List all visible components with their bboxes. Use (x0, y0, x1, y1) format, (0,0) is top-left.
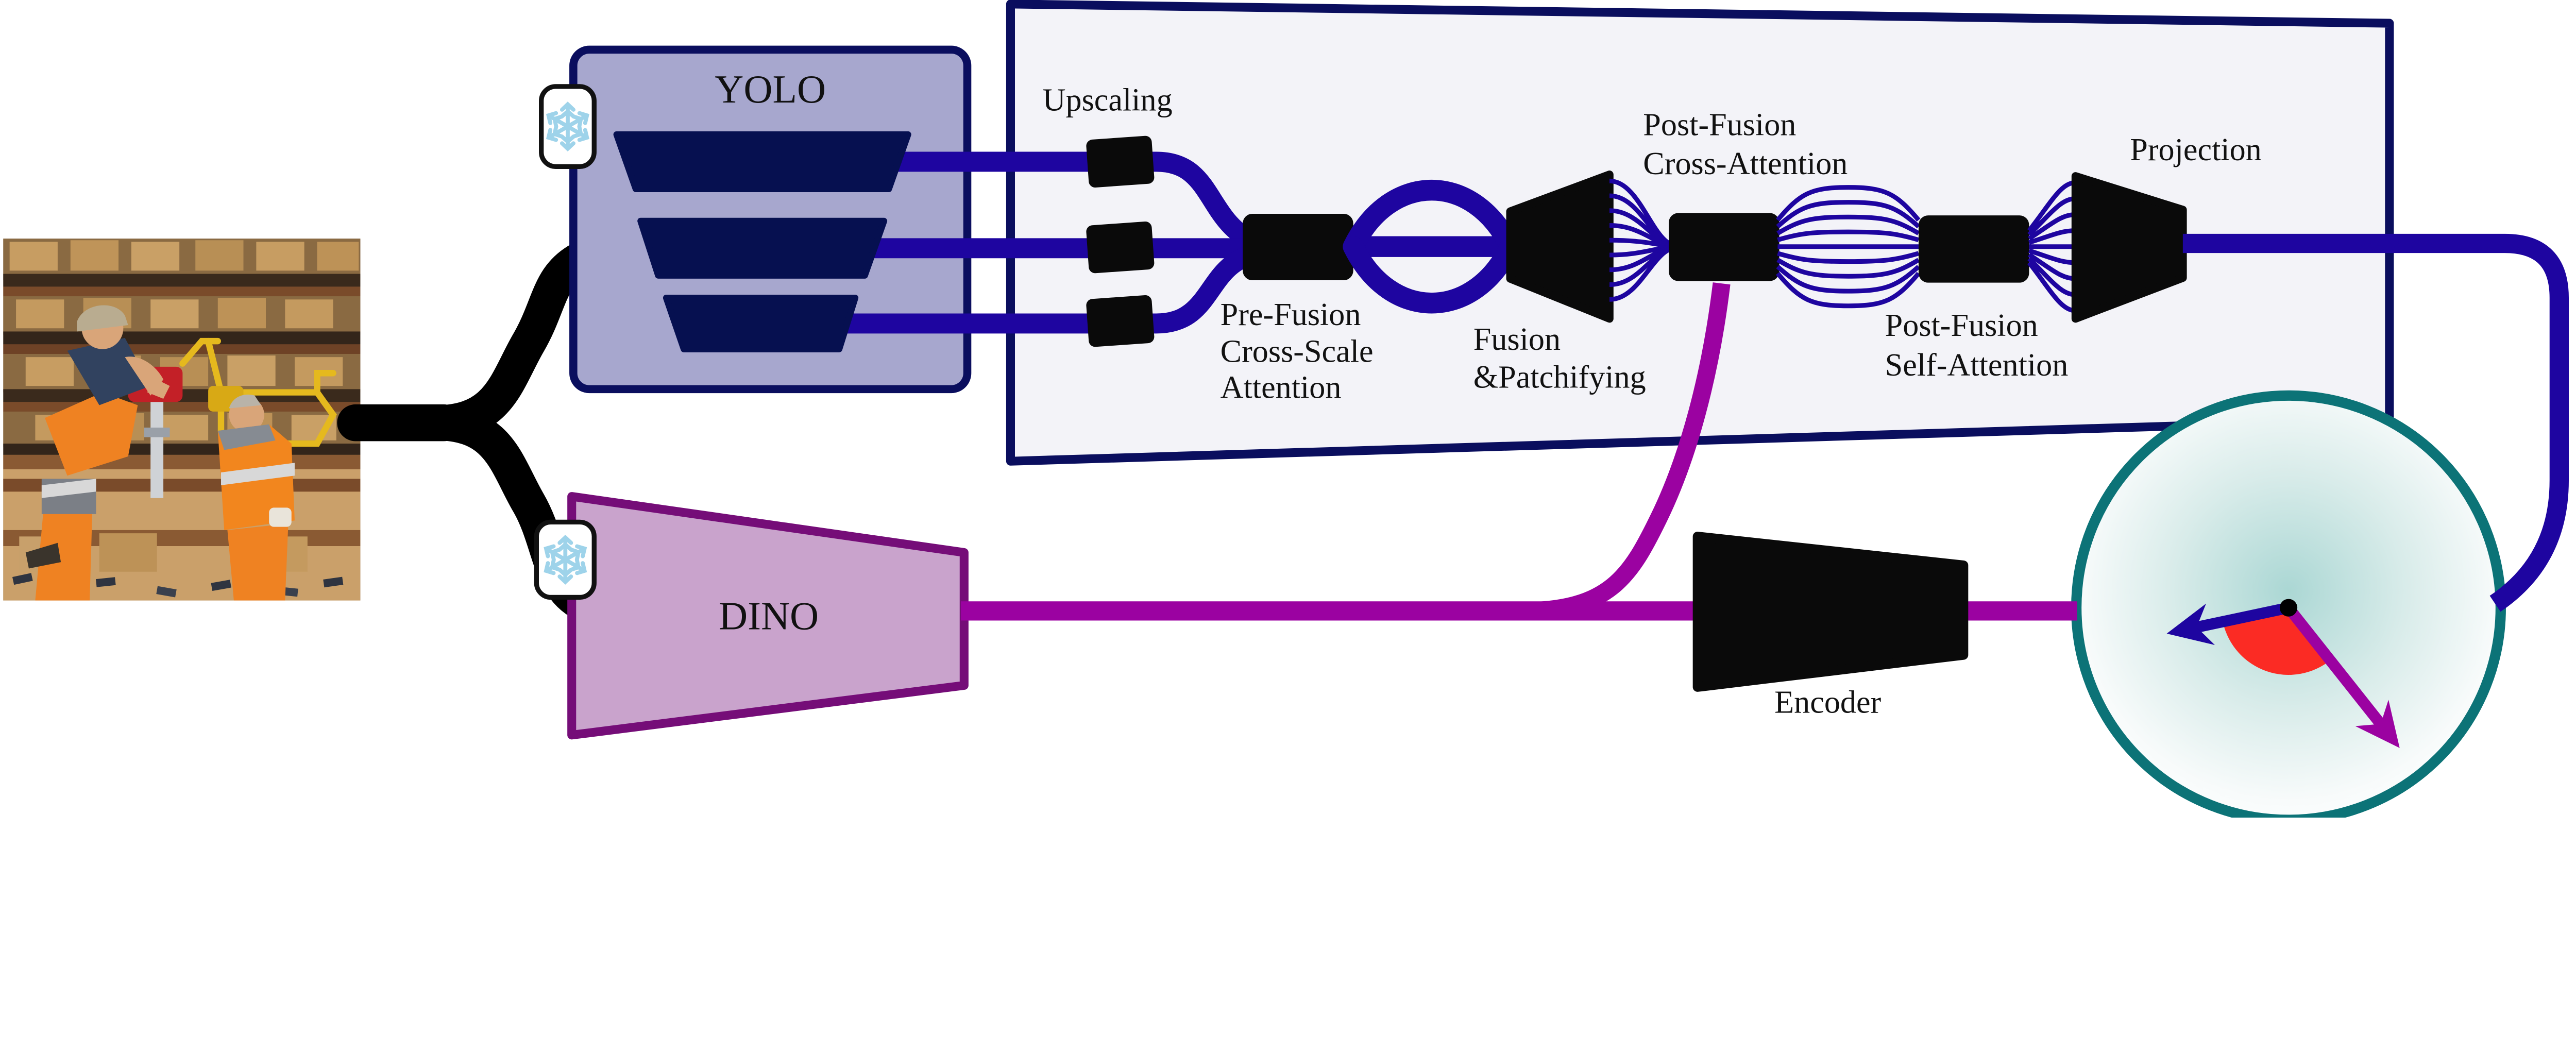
yolo-feature-streams (801, 151, 1281, 334)
token-fan-into-projection (2027, 180, 2076, 313)
pfsa-label-line1: Post-Fusion (1885, 308, 2038, 343)
pfsa-label-line2: Self-Attention (1885, 348, 2069, 383)
fusion-patchify-funnel (1506, 171, 1614, 323)
upscaling-block-3 (1086, 295, 1155, 347)
yolo-stream-1 (801, 151, 1253, 247)
projection-output-line (2182, 233, 2569, 612)
upscaling-block-1 (1086, 135, 1155, 188)
post-fusion-cross-attention-label: Post-Fusion Cross-Attention (1643, 108, 1848, 181)
fusion-label-line2: &Patchifying (1473, 360, 1646, 395)
projection-label: Projection (2130, 132, 2261, 167)
post-fusion-self-attention-block (1918, 215, 2029, 283)
diagram-canvas: YOLO Upscaling Pre-Fusion Cross-Scale At… (3, 0, 2569, 818)
upscaling-blocks (1086, 135, 1155, 347)
pre-fusion-attention-label: Pre-Fusion Cross-Scale Attention (1221, 297, 1374, 405)
yolo-pyramid-level-1 (613, 131, 911, 193)
pre-fusion-label-line2: Cross-Scale (1221, 334, 1374, 369)
pre-fusion-label-line1: Pre-Fusion (1221, 297, 1361, 332)
angle-wedge (2223, 607, 2331, 675)
cross-scale-lens (1343, 180, 1521, 314)
pre-fusion-label-line3: Attention (1221, 370, 1342, 405)
yolo-pyramid-level-2 (637, 217, 888, 279)
dino-label: DINO (719, 594, 819, 638)
fusion-label-line1: Fusion (1473, 322, 1561, 357)
upscaling-label: Upscaling (1043, 82, 1173, 117)
photo-worker-right (217, 394, 295, 601)
post-fusion-self-attention-label: Post-Fusion Self-Attention (1885, 308, 2069, 383)
post-fusion-cross-attention-block (1669, 213, 1780, 281)
pfca-label-line1: Post-Fusion (1643, 108, 1796, 143)
pre-fusion-attention-block (1243, 213, 1353, 280)
encoder-label: Encoder (1774, 685, 1881, 720)
dino-branch-line (1521, 282, 1731, 620)
projection-funnel (2071, 172, 2187, 323)
input-branch-to-yolo (418, 240, 601, 440)
yolo-frozen-badge (539, 84, 597, 169)
fusion-patchify-label: Fusion &Patchifying (1473, 322, 1646, 395)
yolo-label: YOLO (715, 67, 826, 111)
blue-direction-arrow (2166, 602, 2290, 646)
yolo-stream-3 (801, 247, 1251, 334)
dino-encoder-box (567, 492, 969, 740)
upscaling-block-2 (1086, 222, 1155, 274)
input-image-railway-workers (3, 239, 361, 601)
angle-pivot-dot (2279, 599, 2298, 617)
magenta-direction-arrow (2284, 604, 2400, 748)
dino-frozen-badge (534, 519, 597, 600)
encoder-funnel (1692, 532, 1969, 692)
photo-worker-left (25, 305, 170, 601)
yolo-feature-pyramid (613, 131, 911, 352)
token-fan-between-attention-blocks (1775, 185, 1921, 309)
pfca-label-line2: Cross-Attention (1643, 146, 1848, 181)
architecture-figure: YOLO Upscaling Pre-Fusion Cross-Scale At… (3, 0, 2569, 818)
yolo-pyramid-level-3 (663, 294, 859, 352)
